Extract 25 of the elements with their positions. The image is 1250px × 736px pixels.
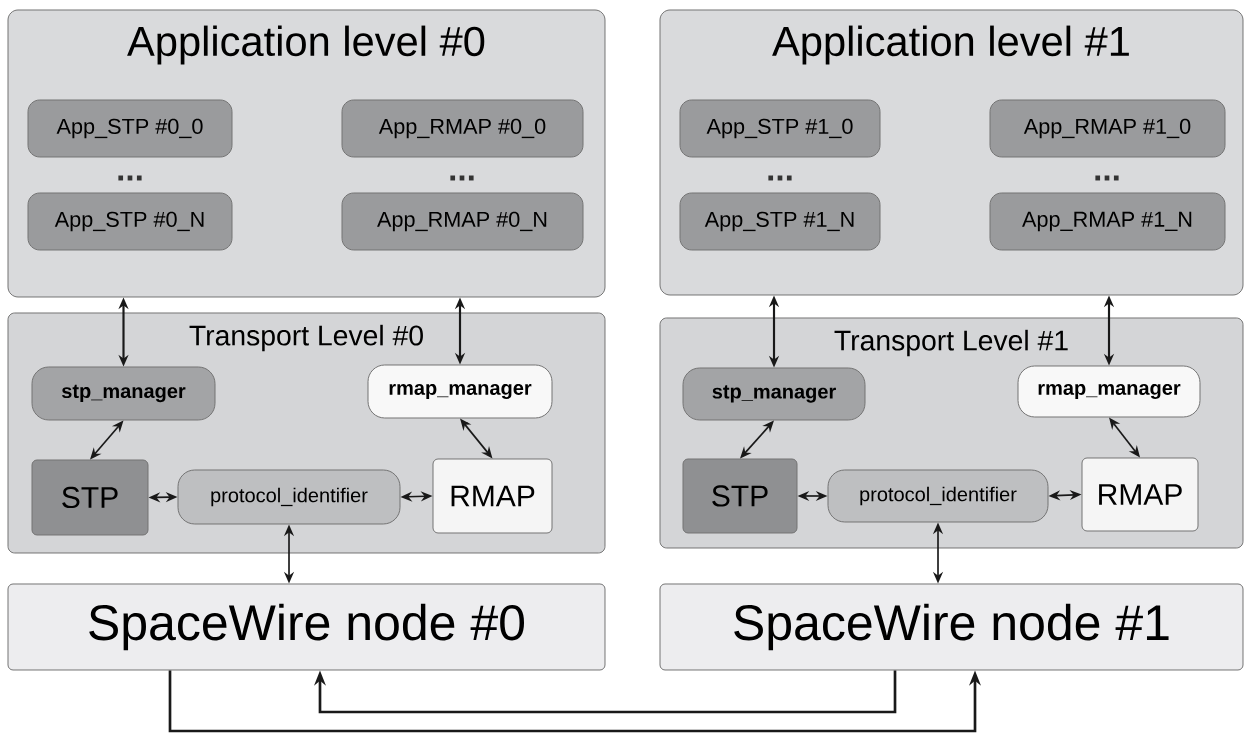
- ellipsis-text: ...: [450, 175, 474, 181]
- arrow: [314, 670, 897, 714]
- process-box: protocol_identifier: [827, 469, 1049, 523]
- process-box: App_STP #1_N: [679, 192, 881, 251]
- process-box: stp_manager: [682, 367, 866, 421]
- process-box: App_STP #0_0: [27, 99, 233, 158]
- process-box: App_RMAP #1_N: [989, 192, 1226, 251]
- ellipsis-text: ...: [768, 175, 792, 181]
- process-box: SpaceWire node #0: [7, 583, 606, 671]
- process-box: protocol_identifier: [177, 469, 401, 525]
- process-box: STP: [31, 459, 149, 536]
- ellipsis-text: ...: [118, 175, 142, 181]
- process-box: App_RMAP #0_0: [341, 99, 584, 158]
- process-box: App_STP #1_0: [679, 99, 881, 158]
- process-box: App_RMAP #0_N: [341, 192, 584, 251]
- process-box: RMAP: [1081, 457, 1199, 532]
- process-box: App_STP #0_N: [27, 192, 233, 251]
- ellipsis-text: ...: [1095, 175, 1119, 181]
- process-box: STP: [682, 458, 798, 534]
- process-box: App_RMAP #1_0: [989, 99, 1226, 158]
- process-box: SpaceWire node #1: [659, 583, 1244, 671]
- process-box: rmap_manager: [1017, 365, 1201, 418]
- process-box: RMAP: [432, 458, 553, 534]
- process-box: stp_manager: [31, 366, 216, 421]
- process-box: rmap_manager: [367, 364, 553, 419]
